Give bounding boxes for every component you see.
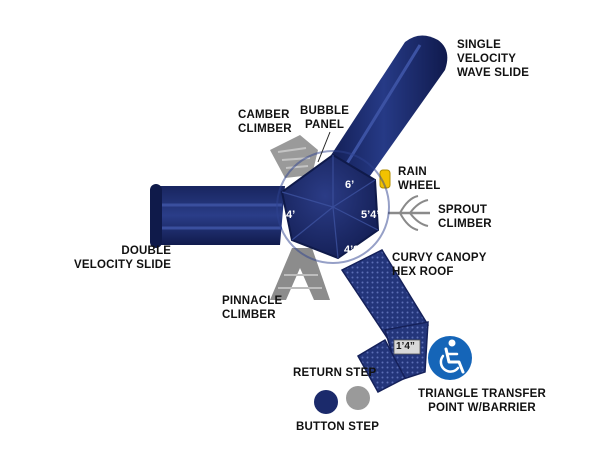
height-right-deck: 5’4” (361, 209, 382, 221)
label-curvy-canopy-hex-roof: CURVY CANOPY HEX ROOF (392, 252, 487, 278)
accessibility-icon (428, 336, 472, 380)
height-left-deck: 4’ (286, 209, 296, 221)
label-sprout-climber: SPROUT CLIMBER (438, 204, 492, 230)
label-camber-climber: CAMBER CLIMBER (238, 109, 292, 135)
height-bottom-deck: 4’8” (344, 244, 365, 256)
label-single-velocity-wave-slide: SINGLE VELOCITY WAVE SLIDE (457, 39, 530, 79)
label-bubble-panel: BUBBLE PANEL (300, 105, 350, 131)
label-double-velocity-slide: DOUBLE VELOCITY SLIDE (74, 245, 172, 271)
label-return-step: RETURN STEP (293, 367, 377, 379)
single-velocity-wave-slide (320, 35, 448, 190)
button-step-navy (314, 390, 338, 414)
button-step-gray (346, 386, 370, 410)
label-rain-wheel: RAIN WHEEL (398, 166, 441, 192)
leader-lines (317, 131, 331, 163)
pinnacle-climber (270, 248, 330, 300)
height-transfer-deck: 1’4” (396, 341, 415, 352)
sprout-climber (388, 195, 430, 231)
curvy-canopy-hex-roof (276, 150, 390, 264)
label-pinnacle-climber: PINNACLE CLIMBER (222, 295, 283, 321)
double-velocity-slide (150, 184, 285, 248)
return-step (356, 338, 407, 394)
height-top-deck: 6’ (345, 179, 355, 191)
label-triangle-transfer-point: TRIANGLE TRANSFER POINT W/BARRIER (418, 388, 546, 414)
label-button-step: BUTTON STEP (296, 421, 380, 433)
